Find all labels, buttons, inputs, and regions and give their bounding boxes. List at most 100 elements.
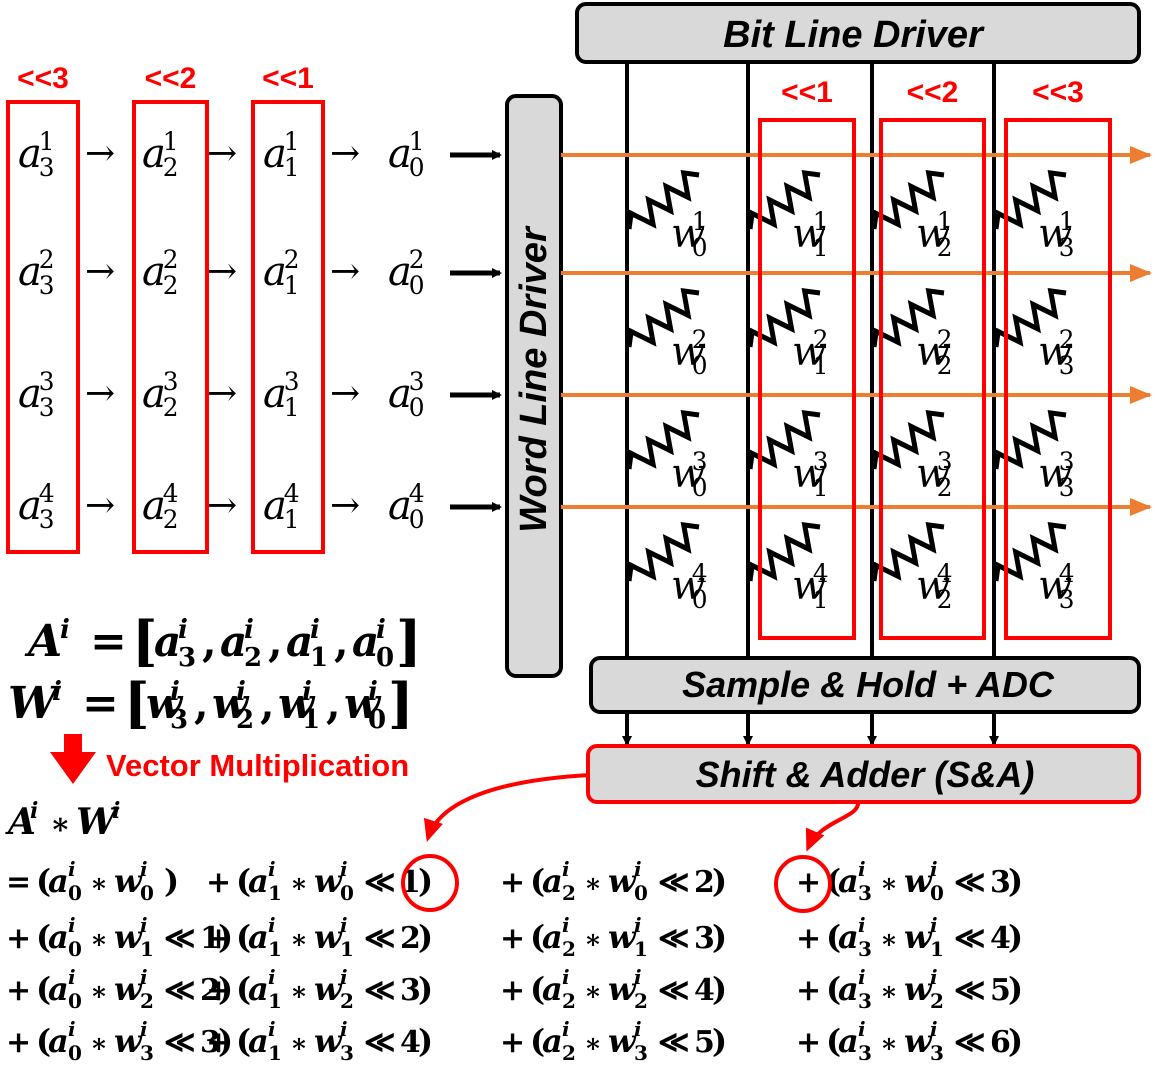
a-vector-definition-elem-sup: i — [310, 615, 320, 645]
weight-shift-label-1: <<1 — [781, 76, 833, 109]
input-a0-2: a20 — [388, 245, 425, 300]
equation-mul: ∗ — [90, 925, 108, 955]
shift-adder-label: Shift & Adder (S&A) — [696, 754, 1035, 795]
equation-a-sub: 3 — [858, 989, 872, 1013]
a-vector-definition-sup: i — [60, 615, 70, 645]
input-a2-4-sub: 2 — [163, 505, 179, 534]
equation-w-sup: i — [340, 1017, 348, 1041]
shift-arrow-icon: → — [330, 485, 360, 526]
w-vector-definition-elem: w — [278, 679, 316, 728]
weight-w2-1: w12 — [916, 207, 953, 262]
weight-w0-4-sub: 0 — [692, 585, 708, 614]
weight-w3-2-base: w — [1038, 329, 1072, 375]
vector-definitions: Ai=[ai3,ai2,ai1,ai0]Wi=[wi3,wi2,wi1,wi0] — [8, 609, 422, 735]
equation-w: w — [608, 918, 637, 956]
input-a1-3-sup: 3 — [284, 367, 300, 396]
input-a1-4-base: a — [263, 483, 287, 529]
equation-w: w — [114, 918, 143, 956]
input-a1-1-sub: 1 — [284, 153, 300, 182]
equation-a-sub: 0 — [68, 937, 82, 961]
weight-w2-2-base: w — [916, 329, 950, 375]
input-a0-1-base: a — [388, 131, 412, 177]
bit-line-driver-block: Bit Line Driver — [575, 2, 1141, 64]
weight-w1-4-sup: 4 — [813, 559, 829, 588]
w-vector-definition-elem-sup: i — [302, 677, 312, 707]
equation-a: a — [838, 918, 859, 956]
input-shift-label-1: <<2 — [145, 62, 197, 95]
weight-shift-label-2: <<2 — [907, 76, 959, 109]
equation-w: w — [608, 970, 637, 1008]
weight-w1-3-base: w — [792, 451, 826, 497]
equation-paren-close: ) — [418, 970, 433, 1008]
input-a1-3-base: a — [263, 371, 287, 417]
w-vector-definition-elem: w — [212, 679, 250, 728]
equation-shift-amount: 6 — [990, 1025, 1011, 1060]
input-a3-3-sub: 3 — [39, 393, 55, 422]
equation-a-sub: 0 — [68, 1041, 82, 1065]
equation-paren-open: ( — [36, 970, 51, 1008]
equation-paren-close: ) — [218, 918, 233, 956]
input-a2-4-sup: 4 — [163, 479, 179, 508]
input-column-box-0 — [6, 100, 80, 554]
a-vector-definition-elem: a — [286, 617, 313, 666]
equation-mul: ∗ — [880, 869, 898, 899]
input-a0-1-sub: 0 — [409, 153, 425, 182]
shift-arrow-icon: → — [85, 485, 115, 526]
input-shift-label-0: <<3 — [17, 62, 69, 95]
equation-paren-open: ( — [36, 862, 51, 900]
weight-w0-1-sub: 0 — [692, 233, 708, 262]
input-a1-3-sub: 1 — [284, 393, 300, 422]
input-a2-1: a12 — [142, 127, 179, 182]
weight-w1-3: w31 — [792, 447, 829, 502]
equation-a-sup: i — [68, 913, 76, 937]
input-a2-1-base: a — [142, 131, 166, 177]
equation-a: a — [248, 918, 269, 956]
a-vector-definition-elem-sup: i — [178, 615, 188, 645]
input-a0-3-sub: 0 — [409, 393, 425, 422]
sample-hold-adc-block: Sample & Hold + ADC — [589, 656, 1141, 714]
weight-w2-2-sup: 2 — [937, 325, 953, 354]
input-a1-1-base: a — [263, 131, 287, 177]
input-a3-1: a13 — [18, 127, 55, 182]
equation-w: w — [114, 970, 143, 1008]
product-op: ∗ — [50, 807, 71, 842]
equation-a: a — [48, 862, 69, 900]
weight-w1-4-sub: 1 — [813, 585, 829, 614]
equation-w-sup: i — [930, 965, 938, 989]
equation-plus: + — [500, 921, 525, 956]
equation-shift-op: ≪ — [364, 973, 395, 1008]
equation-paren-open: ( — [236, 970, 251, 1008]
vector-multiplication: Vector Multiplication — [50, 734, 409, 784]
sample-hold-adc-label: Sample & Hold + ADC — [682, 664, 1055, 705]
equation-row-lead: + — [6, 1025, 31, 1060]
input-a2-2-base: a — [142, 249, 166, 295]
weight-w3-4: w43 — [1038, 559, 1075, 614]
shift-arrow-icon: → — [85, 133, 115, 174]
input-a0-1-sup: 1 — [409, 127, 425, 156]
weight-w3-3-sup: 3 — [1059, 447, 1075, 476]
weight-w2-4: w42 — [916, 559, 953, 614]
a-vector-definition-comma: , — [334, 617, 349, 666]
equation-shift-op: ≪ — [658, 1025, 689, 1060]
product-w-sup: i — [112, 798, 120, 824]
input-a2-1-sup: 1 — [163, 127, 179, 156]
equation-a: a — [48, 1022, 69, 1060]
w-vector-definition-comma: , — [326, 679, 341, 728]
equation-shift-op: ≪ — [364, 1025, 395, 1060]
equation-w-sup: i — [634, 1017, 642, 1041]
w-vector-definition-elem: w — [146, 679, 184, 728]
a-vector-definition-elem-sup: i — [244, 615, 254, 645]
equation-w-sup: i — [140, 913, 148, 937]
weight-w0-3-sub: 0 — [692, 473, 708, 502]
equation-w-sup: i — [930, 857, 938, 881]
a-vector-definition-elem-sub: 2 — [244, 643, 262, 673]
equation-mul: ∗ — [584, 977, 602, 1007]
equation-a: a — [248, 970, 269, 1008]
equation-paren-open: ( — [530, 970, 545, 1008]
equation-mul: ∗ — [880, 977, 898, 1007]
equation-paren-open: ( — [36, 918, 51, 956]
equation-w-sup: i — [634, 913, 642, 937]
weight-w3-4-base: w — [1038, 563, 1072, 609]
